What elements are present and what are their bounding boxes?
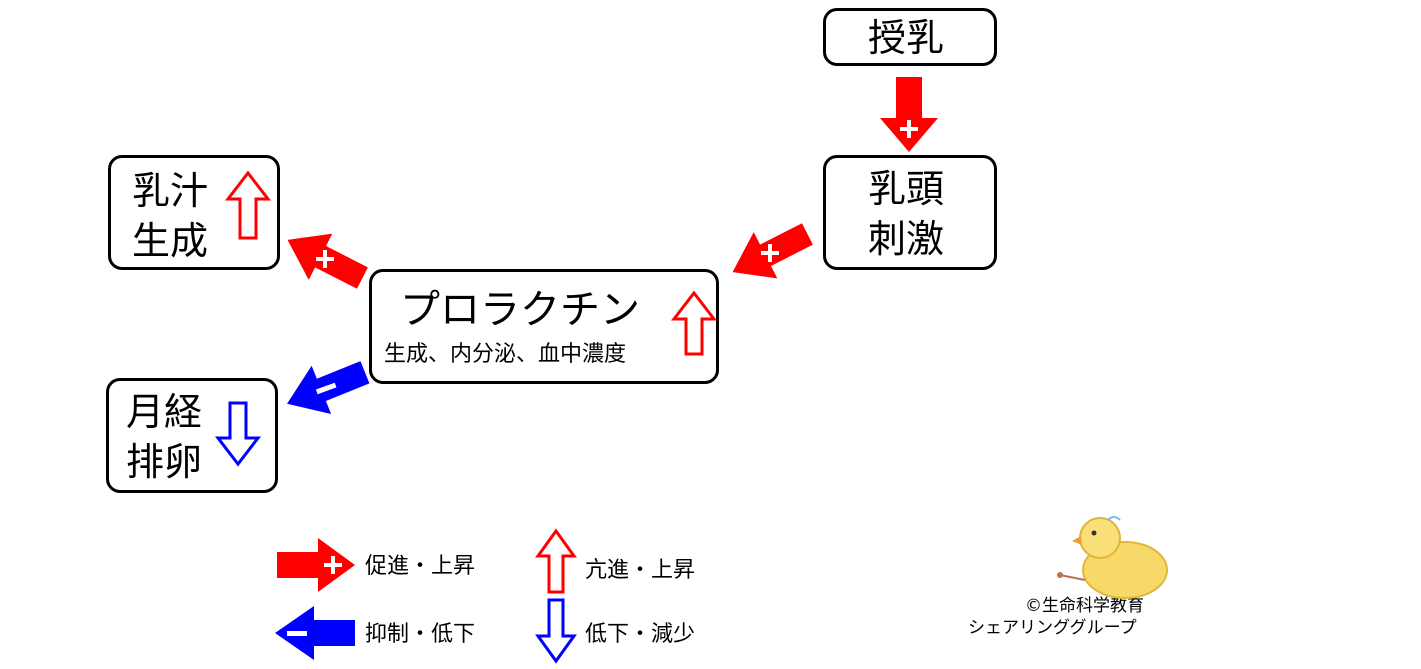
- promote-arrow-suckling-to-nipple: [880, 77, 938, 152]
- prolactin-subtitle: 生成、内分泌、血中濃度: [384, 342, 627, 367]
- legend-increase-label: 亢進・上昇: [585, 558, 696, 583]
- node-prolactin: [369, 269, 719, 384]
- legend-decrease-arrow: [535, 598, 577, 664]
- decrease-arrow-mens: [214, 401, 262, 467]
- mens-label-line2: 排卵: [126, 440, 203, 484]
- legend-promote-label: 促進・上昇: [365, 554, 476, 579]
- legend-promote-arrow: [277, 538, 355, 592]
- nipple-label-line2: 刺激: [868, 217, 945, 261]
- credit-line1: ©生命科学教育: [1025, 596, 1144, 616]
- legend-inhibit-arrow: [275, 606, 355, 660]
- inhibit-arrow-prolactin-to-mens: [287, 361, 370, 414]
- node-menstruation-ovulation: [106, 378, 278, 493]
- legend-inhibit-label: 抑制・低下: [365, 622, 476, 647]
- milk-label-line1: 乳汁: [132, 169, 209, 213]
- nipple-label-line1: 乳頭: [868, 167, 945, 211]
- increase-arrow-milk: [224, 170, 272, 240]
- node-suckling: [823, 8, 997, 66]
- credit-line2: シェアリンググループ: [968, 618, 1137, 638]
- promote-arrow-prolactin-to-milk: [287, 233, 368, 289]
- legend-increase-arrow: [535, 528, 577, 594]
- node-milk-production: [108, 155, 280, 270]
- node-nipple-stimulation: [823, 155, 997, 270]
- suckling-label: 授乳: [868, 16, 945, 60]
- legend-decrease-label: 低下・減少: [585, 622, 696, 647]
- promote-arrow-nipple-to-prolactin: [732, 223, 813, 279]
- chick-mascot-icon: [1057, 516, 1168, 599]
- increase-arrow-prolactin: [670, 290, 718, 356]
- prolactin-title: プロラクチン: [400, 287, 640, 333]
- milk-label-line2: 生成: [132, 219, 209, 263]
- mens-label-line1: 月経: [126, 390, 203, 434]
